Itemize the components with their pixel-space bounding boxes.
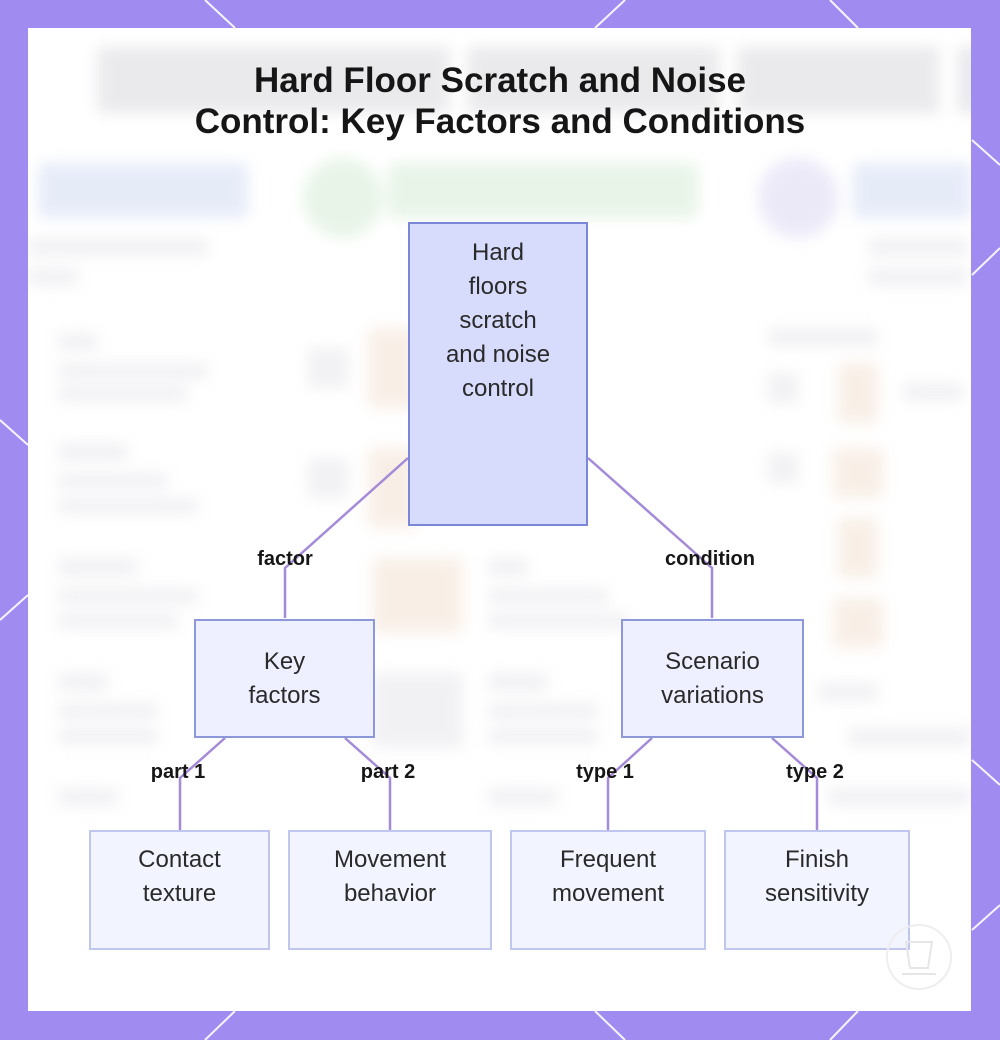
movement-behavior-node: Movement behavior (288, 830, 492, 950)
cup-logo-icon (884, 922, 954, 992)
root-node-line: floors (446, 270, 550, 304)
connector-scenario-to-frequent-movement (608, 738, 652, 830)
finish-sensitivity-line: sensitivity (765, 877, 869, 911)
root-node-line: and noise (446, 338, 550, 372)
edge-label-condition: condition (648, 548, 772, 571)
movement-behavior-line: behavior (334, 877, 446, 911)
finish-sensitivity-line: Finish (765, 843, 869, 877)
root-node-line: scratch (446, 304, 550, 338)
connector-key-factors-to-contact-texture (180, 738, 225, 830)
root-node: Hard floors scratch and noise control (408, 222, 588, 526)
edge-label-factor: factor (225, 548, 345, 571)
contact-texture-node: Contact texture (89, 830, 270, 950)
movement-behavior-line: Movement (334, 843, 446, 877)
frequent-movement-line: Frequent (552, 843, 664, 877)
edge-label-part-1: part 1 (128, 761, 228, 784)
scenario-variations-node: Scenario variations (621, 619, 804, 738)
finish-sensitivity-node: Finish sensitivity (724, 830, 910, 950)
connector-key-factors-to-movement-behavior (345, 738, 390, 830)
edge-label-type-1: type 1 (555, 761, 655, 784)
root-node-line: Hard (446, 236, 550, 270)
frequent-movement-node: Frequent movement (510, 830, 706, 950)
edge-label-part-2: part 2 (338, 761, 438, 784)
connector-root-to-key-factors (285, 458, 408, 618)
root-node-line: control (446, 372, 550, 406)
scenario-variations-line: variations (661, 679, 764, 713)
scenario-variations-line: Scenario (661, 645, 764, 679)
connector-root-to-scenario-variations (588, 458, 712, 618)
edge-label-type-2: type 2 (765, 761, 865, 784)
contact-texture-line: Contact (138, 843, 221, 877)
key-factors-line: Key (248, 645, 320, 679)
contact-texture-line: texture (138, 877, 221, 911)
connector-scenario-to-finish-sensitivity (772, 738, 817, 830)
key-factors-line: factors (248, 679, 320, 713)
key-factors-node: Key factors (194, 619, 375, 738)
frequent-movement-line: movement (552, 877, 664, 911)
